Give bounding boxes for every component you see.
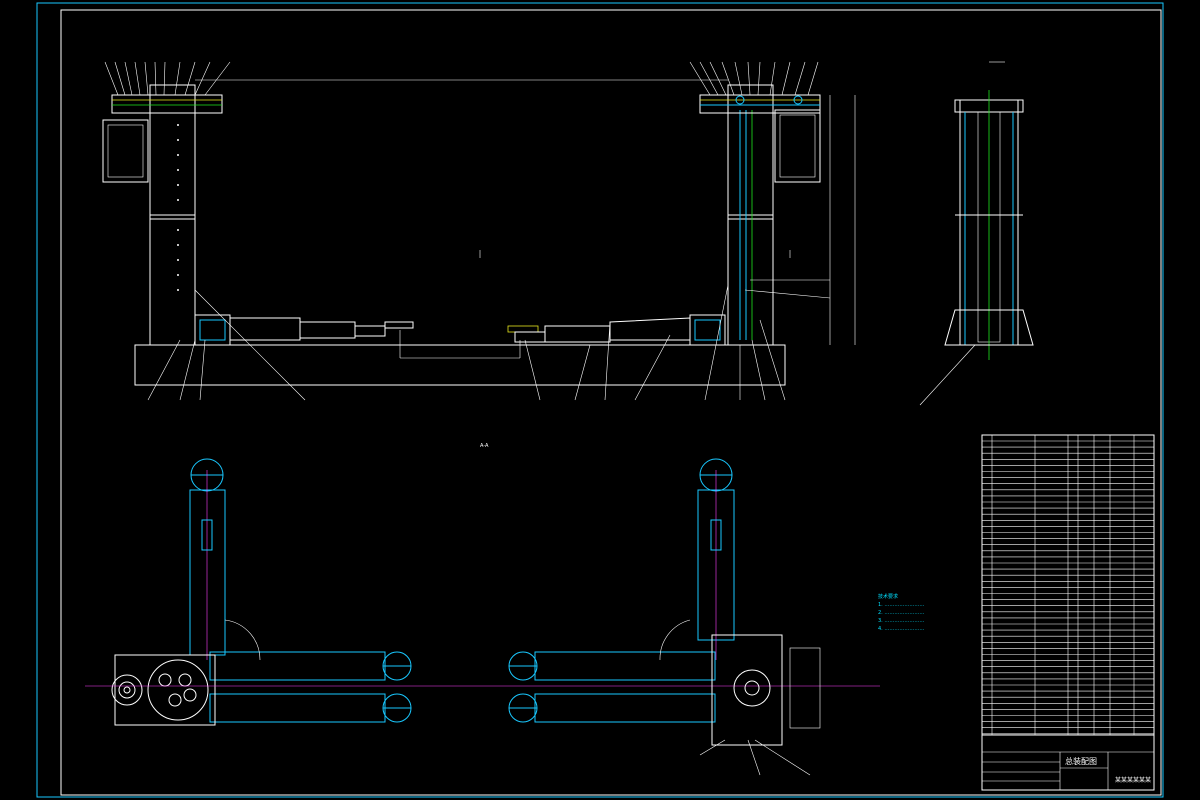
organization-name: 某某某某某某: [1115, 777, 1151, 784]
svg-text:2. ……………………: 2. ……………………: [878, 610, 924, 616]
svg-text:3. ……………………: 3. ……………………: [878, 618, 924, 624]
outer-border: [36, 2, 1164, 798]
parts-list: [981, 434, 1155, 736]
drawing-title: 总装配图: [1065, 756, 1097, 766]
left-column-holes: [177, 124, 179, 291]
inner-border: [60, 9, 1162, 796]
right-arm: [609, 317, 691, 341]
left-top-beam: [111, 94, 223, 114]
left-lift-pad: [384, 321, 414, 329]
left-lower-arm-1: [209, 651, 386, 681]
left-upper-arm: [189, 489, 226, 656]
right-lift-pad: [507, 325, 539, 333]
right-carriage: [689, 314, 726, 346]
left-motor: [102, 119, 149, 183]
top-view-label: A-A: [480, 443, 489, 449]
title-block: 总装配图 某某某某某某: [981, 734, 1155, 791]
top-view: A-A: [85, 443, 880, 776]
svg-text:1. ……………………: 1. ……………………: [878, 602, 924, 608]
right-top-base: [711, 634, 783, 746]
leaders-top-right: [689, 61, 819, 96]
svg-text:4. ……………………: 4. ……………………: [878, 626, 924, 632]
tech-heading: 技术要求: [878, 593, 898, 600]
right-top-beam: [699, 94, 821, 114]
side-view: [919, 61, 1034, 406]
right-lower-arm-2: [534, 693, 716, 723]
front-view: [102, 61, 856, 401]
right-lower-arm-1: [534, 651, 716, 681]
leaders-top-left: [104, 61, 231, 96]
tech-requirements: 技术要求 1. …………………… 2. …………………… 3. ………………………: [878, 593, 924, 632]
leaders-bottom: [147, 279, 831, 401]
left-arm: [229, 317, 301, 341]
left-motor-circle: [147, 659, 209, 721]
left-lower-arm-2: [209, 693, 386, 723]
left-top-base: [114, 654, 216, 726]
right-motor: [774, 109, 821, 183]
base-plate: [134, 344, 786, 386]
side-base: [944, 309, 1034, 346]
